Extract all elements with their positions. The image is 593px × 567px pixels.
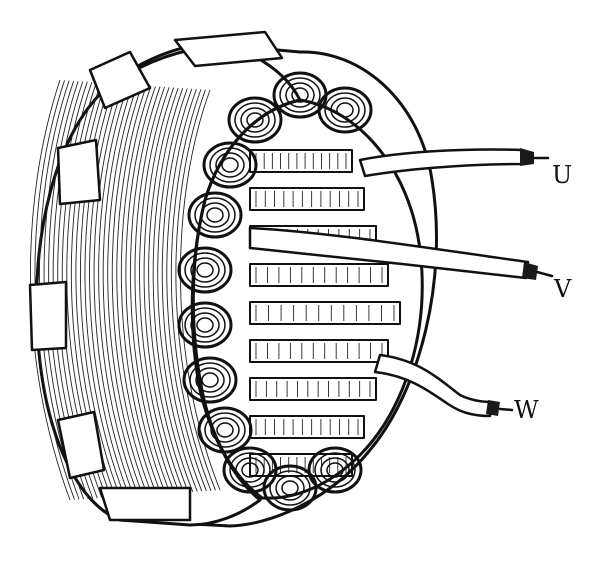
coil-strand [330,97,360,123]
lamination-line [102,84,144,496]
coil-strand [194,197,236,233]
coil-strand [234,102,276,138]
coil-strand [326,462,344,478]
coil-strand [240,107,270,133]
lamination-line [84,83,125,497]
stator-tooth [249,263,389,287]
lamination-line [39,80,80,500]
lamination-line [175,89,216,491]
coil-strand [209,147,251,183]
coil-strand [229,452,271,488]
coil-strand [241,462,259,478]
coil-loop [177,301,233,349]
coil-strand [204,412,246,448]
lead-wire-u [358,148,550,178]
coil-strand [184,307,226,343]
lamination-line [166,88,207,492]
lamination-line [79,83,121,497]
lamination-line [148,87,189,493]
lamination-line [107,85,148,496]
coil-strand [190,257,220,283]
lead-wire-w [373,353,514,418]
coil-strand [196,262,214,278]
lamination-line [116,85,157,495]
lamination-line [125,86,166,494]
core-lugs [28,30,284,522]
coil-strand [221,157,239,173]
lamination-line [29,79,71,501]
coil-strand [279,77,321,113]
coil-strand [200,202,230,228]
coil-strand [189,362,231,398]
lamination-line [143,87,185,493]
coil-loop [262,464,318,512]
coil-loop [177,246,233,294]
stator-tooth [249,377,377,401]
coil-strand [201,372,219,388]
lead-wire-v [248,226,554,280]
lamination-line [120,85,162,495]
coil-strand [314,452,356,488]
coil-strand [190,312,220,338]
coil-strand [196,317,214,333]
coil-strand [195,367,225,393]
lamination-line [139,87,180,493]
coil-strand [210,417,240,443]
coil-strand [324,92,366,128]
lamination-line [129,86,171,494]
lamination-line [111,85,153,495]
lamination-line [93,84,135,496]
stator-core [28,30,438,528]
lamination-line [161,88,203,492]
lamination-line [134,86,175,494]
coil-loop [227,96,283,144]
coil-strand [320,457,350,483]
coil-loop [307,446,363,494]
winding-end-turns [177,71,373,512]
coil-loop [197,406,253,454]
coil-loop [182,356,238,404]
lead-label-w: W [514,396,539,424]
coil-loop [317,86,373,134]
coil-strand [235,457,265,483]
lead-label-v: V [553,275,572,303]
lamination-line [170,89,212,491]
lamination-line [152,88,194,492]
coil-strand [336,102,354,118]
coil-strand [275,475,305,501]
stator-tooth [249,187,365,211]
coil-strand [281,480,299,496]
coil-strand [215,152,245,178]
lamination-line [34,80,75,500]
coil-loop [202,141,258,189]
coil-strand [246,112,264,128]
lamination-line [89,83,130,497]
stator-tooth [249,453,353,477]
coil-strand [291,87,309,103]
coil-strand [184,252,226,288]
lamination-line [98,84,139,496]
stator-tooth [249,301,401,325]
coil-strand [216,422,234,438]
coil-strand [285,82,315,108]
lamination-line [157,88,198,492]
coil-strand [269,470,311,506]
lamination-line [179,89,221,491]
stator-tooth [249,339,389,363]
lead-label-u: U [552,161,572,189]
coil-strand [206,207,224,223]
coil-loop [187,191,243,239]
